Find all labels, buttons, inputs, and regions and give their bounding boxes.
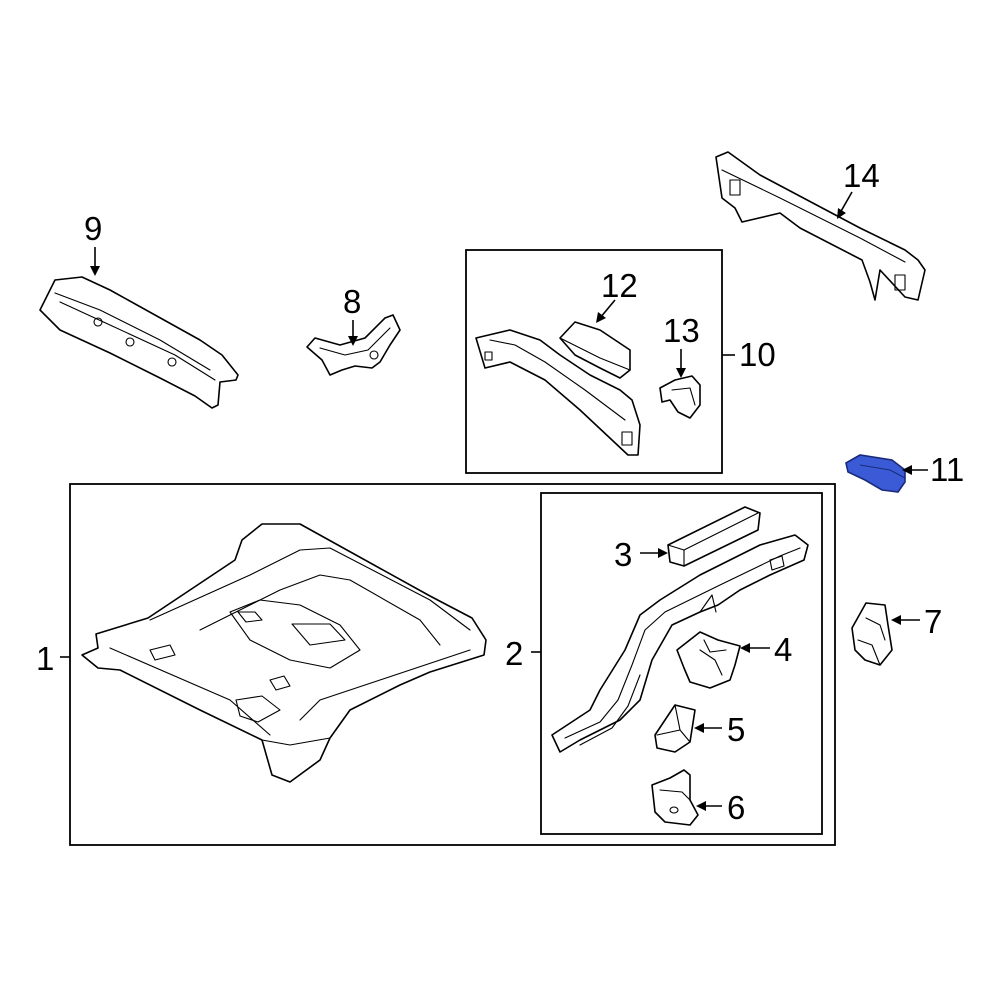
- part-6-mount: [651, 769, 699, 826]
- part-13-bracket: [659, 375, 701, 419]
- callout-2: 2: [505, 635, 523, 672]
- callout-11: 11: [930, 451, 964, 488]
- part-10-rail-assembly: [475, 329, 641, 456]
- callout-1: 1: [36, 640, 54, 677]
- part-2-frame-rail: [551, 534, 809, 753]
- callout-14: 14: [843, 157, 880, 194]
- part-11-highlighted-bracket: [845, 454, 906, 493]
- callout-3: 3: [614, 536, 632, 573]
- callout-4: 4: [774, 631, 792, 668]
- part-7-corner-bracket: [851, 602, 893, 666]
- callout-12: 12: [601, 267, 638, 304]
- part-9-crossmember: [39, 276, 239, 409]
- leader-lines: [60, 191, 928, 811]
- callout-13: 13: [663, 312, 700, 349]
- group-box-2: [540, 492, 823, 835]
- callout-8: 8: [343, 283, 361, 320]
- callout-5: 5: [727, 711, 745, 748]
- part-5-bracket: [654, 704, 696, 753]
- callout-10: 10: [739, 336, 776, 373]
- part-3-reinforcement: [667, 506, 761, 567]
- group-box-10: [465, 249, 723, 474]
- callout-6: 6: [727, 789, 745, 826]
- part-4-bracket: [676, 631, 741, 689]
- part-12-channel: [559, 321, 631, 379]
- part-1-floor-pan: [81, 523, 487, 783]
- group-box-1: [69, 483, 836, 846]
- callout-7: 7: [924, 603, 942, 640]
- part-14-crossmember: [715, 151, 926, 301]
- callout-9: 9: [84, 210, 102, 247]
